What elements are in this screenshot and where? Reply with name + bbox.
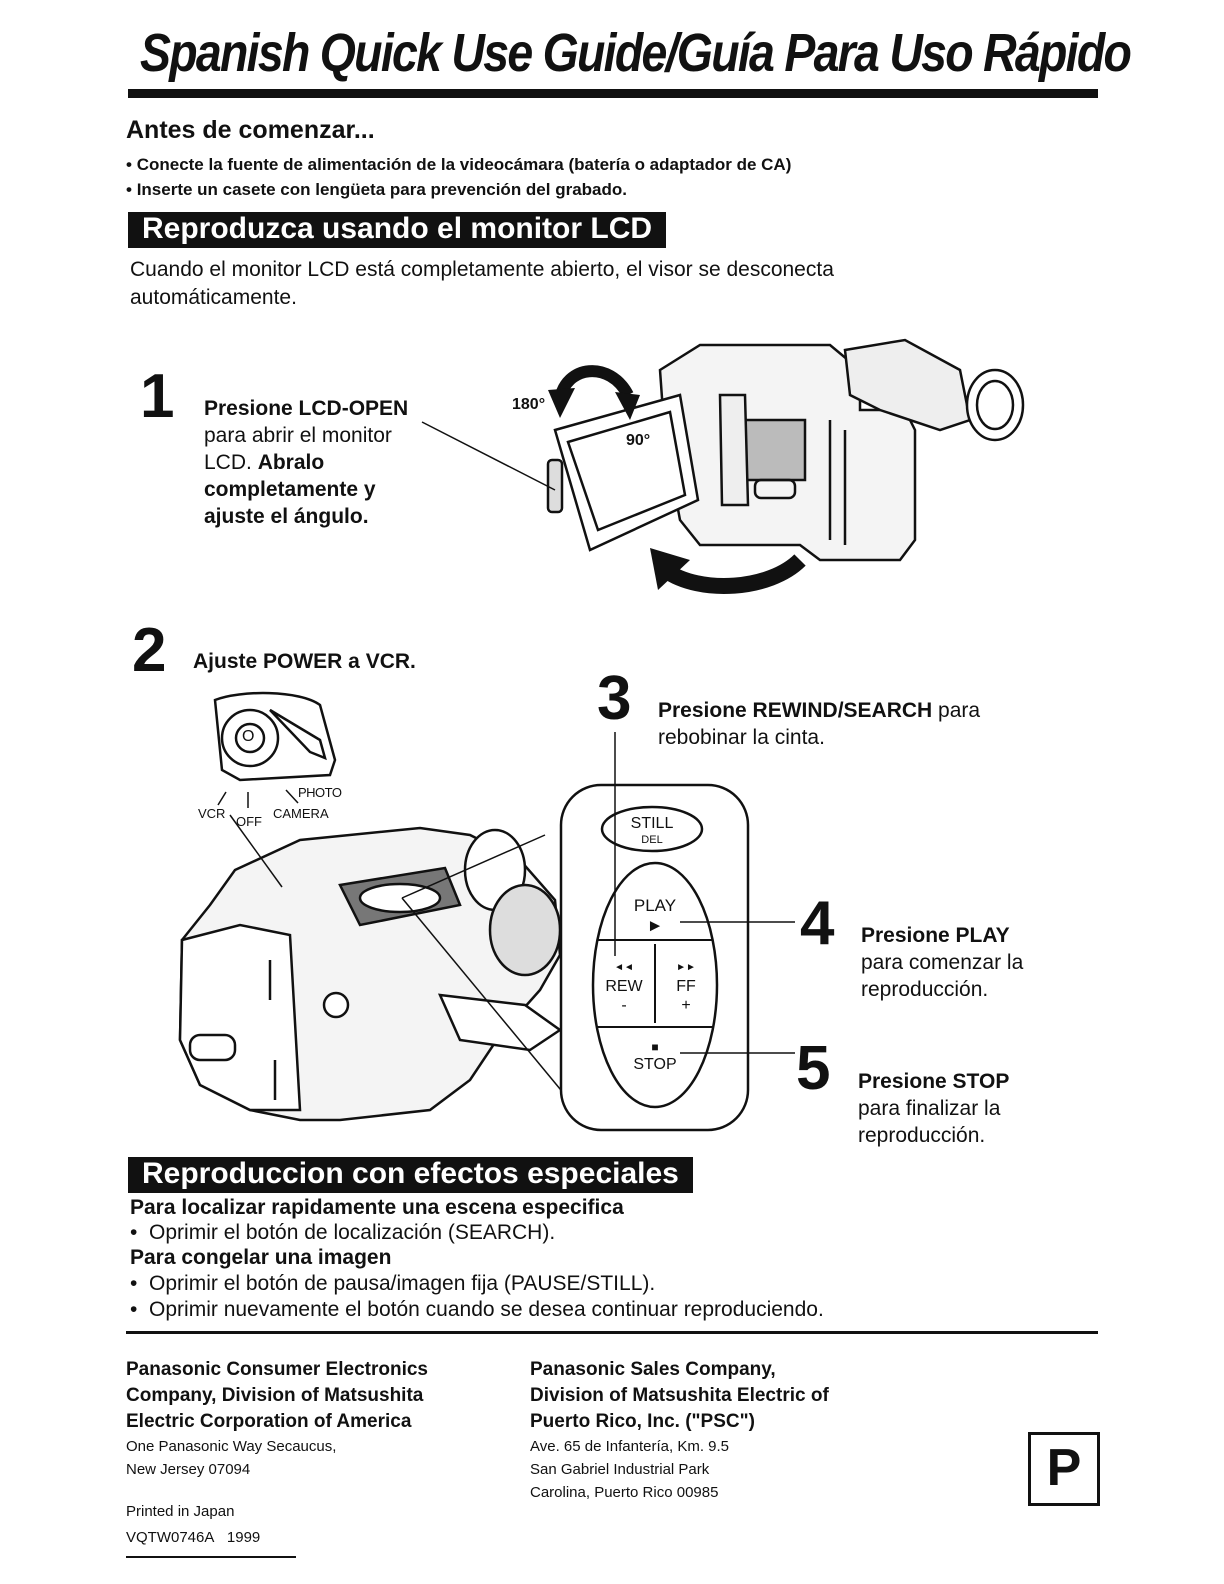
stop-icon: ■ [651,1040,659,1054]
step5-number: 5 [796,1034,831,1103]
leader-panel-top [401,834,546,899]
step4-number: 4 [800,889,835,958]
angle-180-label: 180° [512,396,546,413]
stop-button[interactable]: ■ STOP [605,1038,705,1074]
effects-bullet-1: • Oprimir el botón de localización (SEAR… [130,1221,556,1244]
step1-number: 1 [140,362,175,431]
footer-right-company: Panasonic Sales Company, Division of Mat… [530,1359,829,1501]
label-vcr: VCR [198,806,226,821]
model-code: VQTW0746A 1999 [126,1529,261,1546]
ff-button[interactable]: ►► FF + [658,958,714,1015]
camcorder-lcd-illustration [546,338,1025,562]
section1-text-line2: automáticamente. [130,286,297,309]
section1-text-line1: Cuando el monitor LCD está completamente… [130,258,834,281]
intro-bullet-1: • Conecte la fuente de alimentación de l… [126,155,792,174]
leader-camera [285,789,299,804]
rewind-icon: ◄◄ [614,962,634,973]
rotate-arrowhead-bottom [650,548,690,590]
effects-bullet-3: • Oprimir nuevamente el botón cuando se … [130,1298,824,1321]
play-icon: ► [646,916,664,935]
step3-text: Presione REWIND/SEARCH para rebobinar la… [658,699,981,749]
power-dial-illustration [213,691,337,782]
step2-number: 2 [132,616,167,685]
fast-forward-icon: ►► [676,962,696,973]
label-off: OFF [236,814,262,829]
footer-short-rule [126,1556,296,1558]
camcorder-main-illustration [178,826,563,1122]
angle-90-label: 90° [626,432,651,449]
page-title: Spanish Quick Use Guide/Guía Para Uso Rá… [140,23,1132,83]
footer-left-company: Panasonic Consumer Electronics Company, … [126,1359,428,1478]
rotate-arrowhead-top-2 [615,392,640,420]
step2-text: Ajuste POWER a VCR. [193,650,416,673]
intro-bullet-2: • Inserte un casete con lengüeta para pr… [126,180,627,199]
dial-center-label: O [242,728,255,745]
intro-heading: Antes de comenzar... [126,116,375,144]
section-banner-effects: Reproduccion con efectos especiales [128,1157,693,1193]
leader-vcr [217,791,227,806]
label-camera: CAMERA [273,806,329,821]
still-del-button[interactable]: STILL DEL [630,815,674,846]
printed-in: Printed in Japan [126,1503,235,1520]
effects-subheading-2: Para congelar una imagen [130,1246,392,1269]
effects-bullet-2: • Oprimir el botón de pausa/imagen fija … [130,1272,656,1295]
rotate-arrowhead-top [548,388,575,418]
section-banner-lcd: Reproduzca usando el monitor LCD [128,212,667,248]
step4-text: Presione PLAY para comenzar la reproducc… [861,924,1024,1001]
title-rule [128,89,1098,98]
label-photo: PHOTO [298,785,342,800]
step5-text: Presione STOP para finalizar la reproduc… [858,1070,1010,1147]
play-button[interactable]: PLAY ► [605,896,705,936]
rew-button[interactable]: ◄◄ REW - [596,958,652,1015]
rotate-arrow-bottom [660,553,806,594]
still-button-shape [600,805,704,853]
leader-line-step1 [421,421,556,491]
leader-panel-bottom [401,897,566,1096]
step1-text: Presione LCD-OPEN para abrir el monitor … [204,397,409,528]
effects-subheading-1: Para localizar rapidamente una escena es… [130,1196,624,1219]
language-badge: P [1028,1432,1100,1506]
footer-rule [126,1331,1098,1334]
leader-vcr-to-camera [229,814,283,888]
step3-number: 3 [597,664,632,733]
